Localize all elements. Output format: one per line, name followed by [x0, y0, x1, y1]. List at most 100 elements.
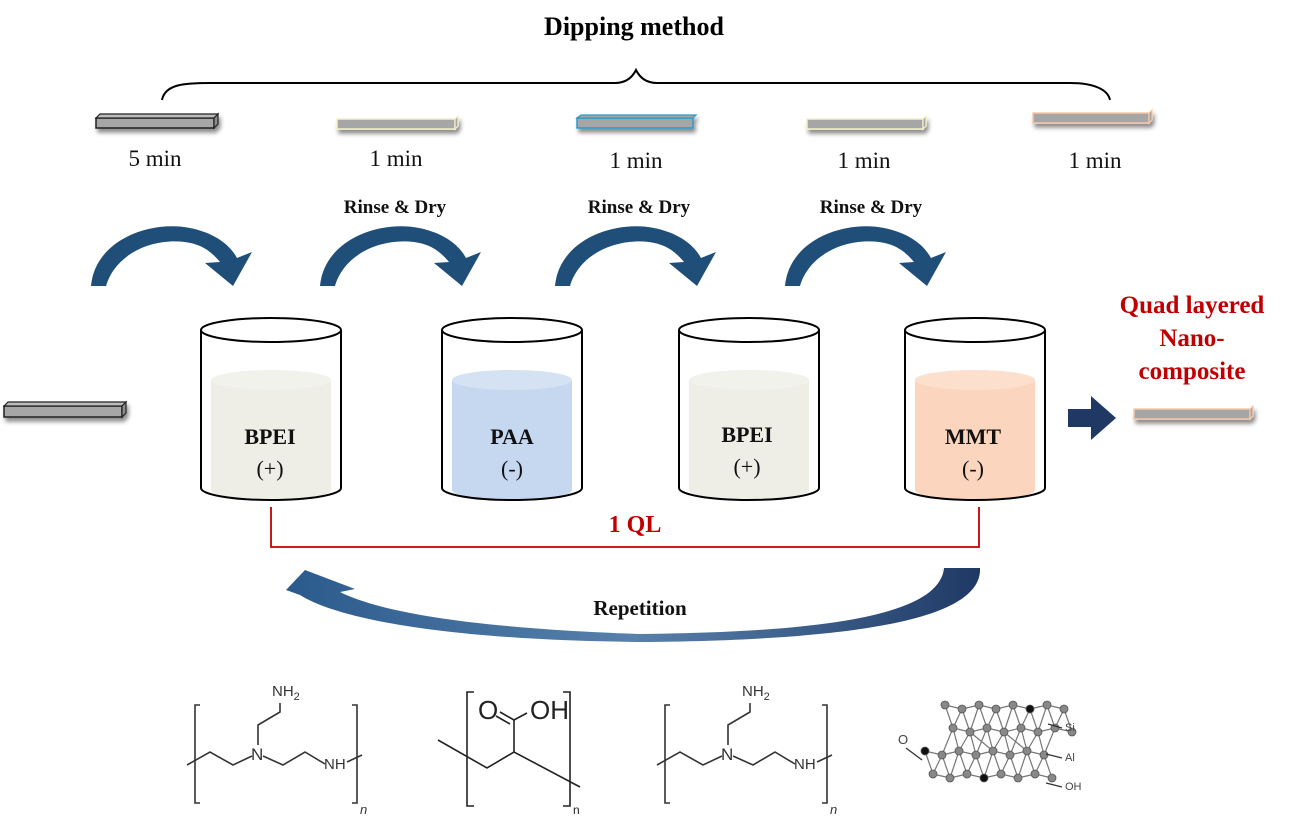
bpei-2-subscript: n: [830, 802, 838, 817]
paa-o: O: [478, 695, 499, 725]
beaker-1-liquid: [211, 370, 331, 500]
beaker-1-rim: [200, 317, 342, 343]
mmt-pointer: [1045, 753, 1063, 759]
beaker-4-charge: (-): [962, 456, 984, 481]
time-label-3: 1 min: [609, 148, 663, 173]
mmt-atom: [1033, 727, 1043, 737]
product-label: Quad layered Nano- composite: [1092, 289, 1292, 388]
rinse-label-1: Rinse & Dry: [343, 197, 447, 218]
rinse-label-2: Rinse & Dry: [587, 197, 691, 218]
diagram-title: Dipping method: [544, 12, 724, 41]
bpei-2-n: N: [721, 745, 734, 764]
cycle-label: 1 QL: [608, 512, 662, 538]
mmt-label-oh: OH: [1065, 781, 1082, 793]
substrate-4: [806, 114, 927, 131]
transfer-arrow-4: [785, 226, 946, 286]
time-label-5: 1 min: [1068, 148, 1122, 173]
beaker-3-label: BPEI (+): [677, 419, 817, 483]
mmt-atom: [996, 769, 1006, 779]
paa-oh: OH: [530, 695, 569, 725]
bpei-1-subscript: n: [360, 802, 368, 817]
mmt-atom: [1025, 704, 1035, 714]
repetition-arrow: [286, 568, 981, 642]
bpei-1-nh2: NH2: [272, 683, 300, 703]
initial-substrate: [2, 400, 128, 419]
time-label-4: 1 min: [837, 148, 891, 173]
mmt-atom: [982, 723, 992, 733]
mmt-atom: [1039, 750, 1049, 760]
mmt-atom: [1008, 700, 1018, 710]
beaker-2-rim: [441, 317, 583, 343]
beaker-4-rim: [904, 317, 1046, 343]
transfer-arrow-1: [91, 226, 252, 286]
beaker-4: [904, 317, 1046, 501]
mmt-atom: [1030, 769, 1040, 779]
beaker-2: [441, 317, 583, 501]
mmt-atom: [1042, 700, 1052, 710]
mmt-atom: [979, 773, 989, 783]
beaker-3-charge: (+): [733, 454, 761, 479]
mmt-atom: [1005, 750, 1015, 760]
beaker-3: [678, 317, 820, 501]
cycle-bracket: [270, 507, 980, 548]
transfer-arrow-3: [555, 226, 716, 286]
beaker-2-label: PAA (-): [442, 421, 582, 485]
output-arrow: [1068, 396, 1116, 440]
substrate-3: [575, 114, 698, 129]
mmt-label-al: Al: [1065, 752, 1075, 764]
beaker-1-name: BPEI: [244, 424, 296, 449]
beaker-2-name: PAA: [490, 424, 534, 449]
mmt-atom: [920, 746, 930, 756]
beaker-4-liquid: [915, 370, 1035, 500]
mmt-atom: [962, 769, 972, 779]
bpei-structure-1: [186, 703, 363, 804]
beaker-1-label: BPEI (+): [200, 421, 340, 485]
mmt-structure: [905, 700, 1077, 788]
beaker-3-rim: [678, 317, 820, 343]
mmt-atom: [937, 750, 947, 760]
substrate-1: [94, 112, 220, 130]
substrate-2: [336, 114, 459, 131]
bpei-1-n: N: [251, 745, 264, 764]
mmt-atom: [928, 769, 938, 779]
mmt-atom: [954, 746, 964, 756]
rinse-label-3: Rinse & Dry: [819, 197, 923, 218]
bpei-1-nh: NH: [324, 756, 346, 773]
mmt-pointer: [905, 747, 923, 761]
time-label-1: 5 min: [128, 146, 182, 171]
mmt-atom: [1016, 723, 1026, 733]
mmt-atom: [948, 723, 958, 733]
beaker-2-liquid: [452, 370, 572, 500]
product-line-2: Nano-: [1159, 325, 1225, 352]
mmt-atom: [974, 700, 984, 710]
bpei-2-nh2: NH2: [742, 683, 770, 703]
mmt-atom: [971, 750, 981, 760]
mmt-atom: [1059, 704, 1069, 714]
mmt-atom: [965, 727, 975, 737]
mmt-atom: [940, 700, 950, 710]
product-line-1: Quad layered: [1119, 292, 1265, 319]
mmt-atom: [957, 704, 967, 714]
mmt-atom: [988, 746, 998, 756]
mmt-atom: [1022, 746, 1032, 756]
mmt-pointer: [1045, 782, 1063, 788]
mmt-atom: [1067, 727, 1077, 737]
product-substrate: [1133, 404, 1254, 421]
mmt-atom: [1013, 773, 1023, 783]
beaker-1-charge: (+): [256, 456, 284, 481]
mmt-pointer: [1047, 723, 1063, 729]
beaker-4-label: MMT (-): [903, 421, 1043, 485]
brace: [161, 67, 1111, 101]
mmt-label-o: O: [898, 732, 909, 747]
beaker-4-name: MMT: [944, 424, 1002, 449]
repetition-label: Repetition: [593, 596, 687, 620]
time-label-2: 1 min: [369, 146, 423, 171]
mmt-label-si: Si: [1065, 722, 1075, 734]
transfer-arrow-2: [320, 226, 481, 286]
mmt-atom: [999, 727, 1009, 737]
paa-structure: [437, 691, 581, 807]
beaker-2-charge: (-): [501, 456, 523, 481]
beaker-3-name: BPEI: [721, 422, 773, 447]
beaker-1: [200, 317, 342, 501]
paa-subscript: n: [573, 803, 580, 817]
